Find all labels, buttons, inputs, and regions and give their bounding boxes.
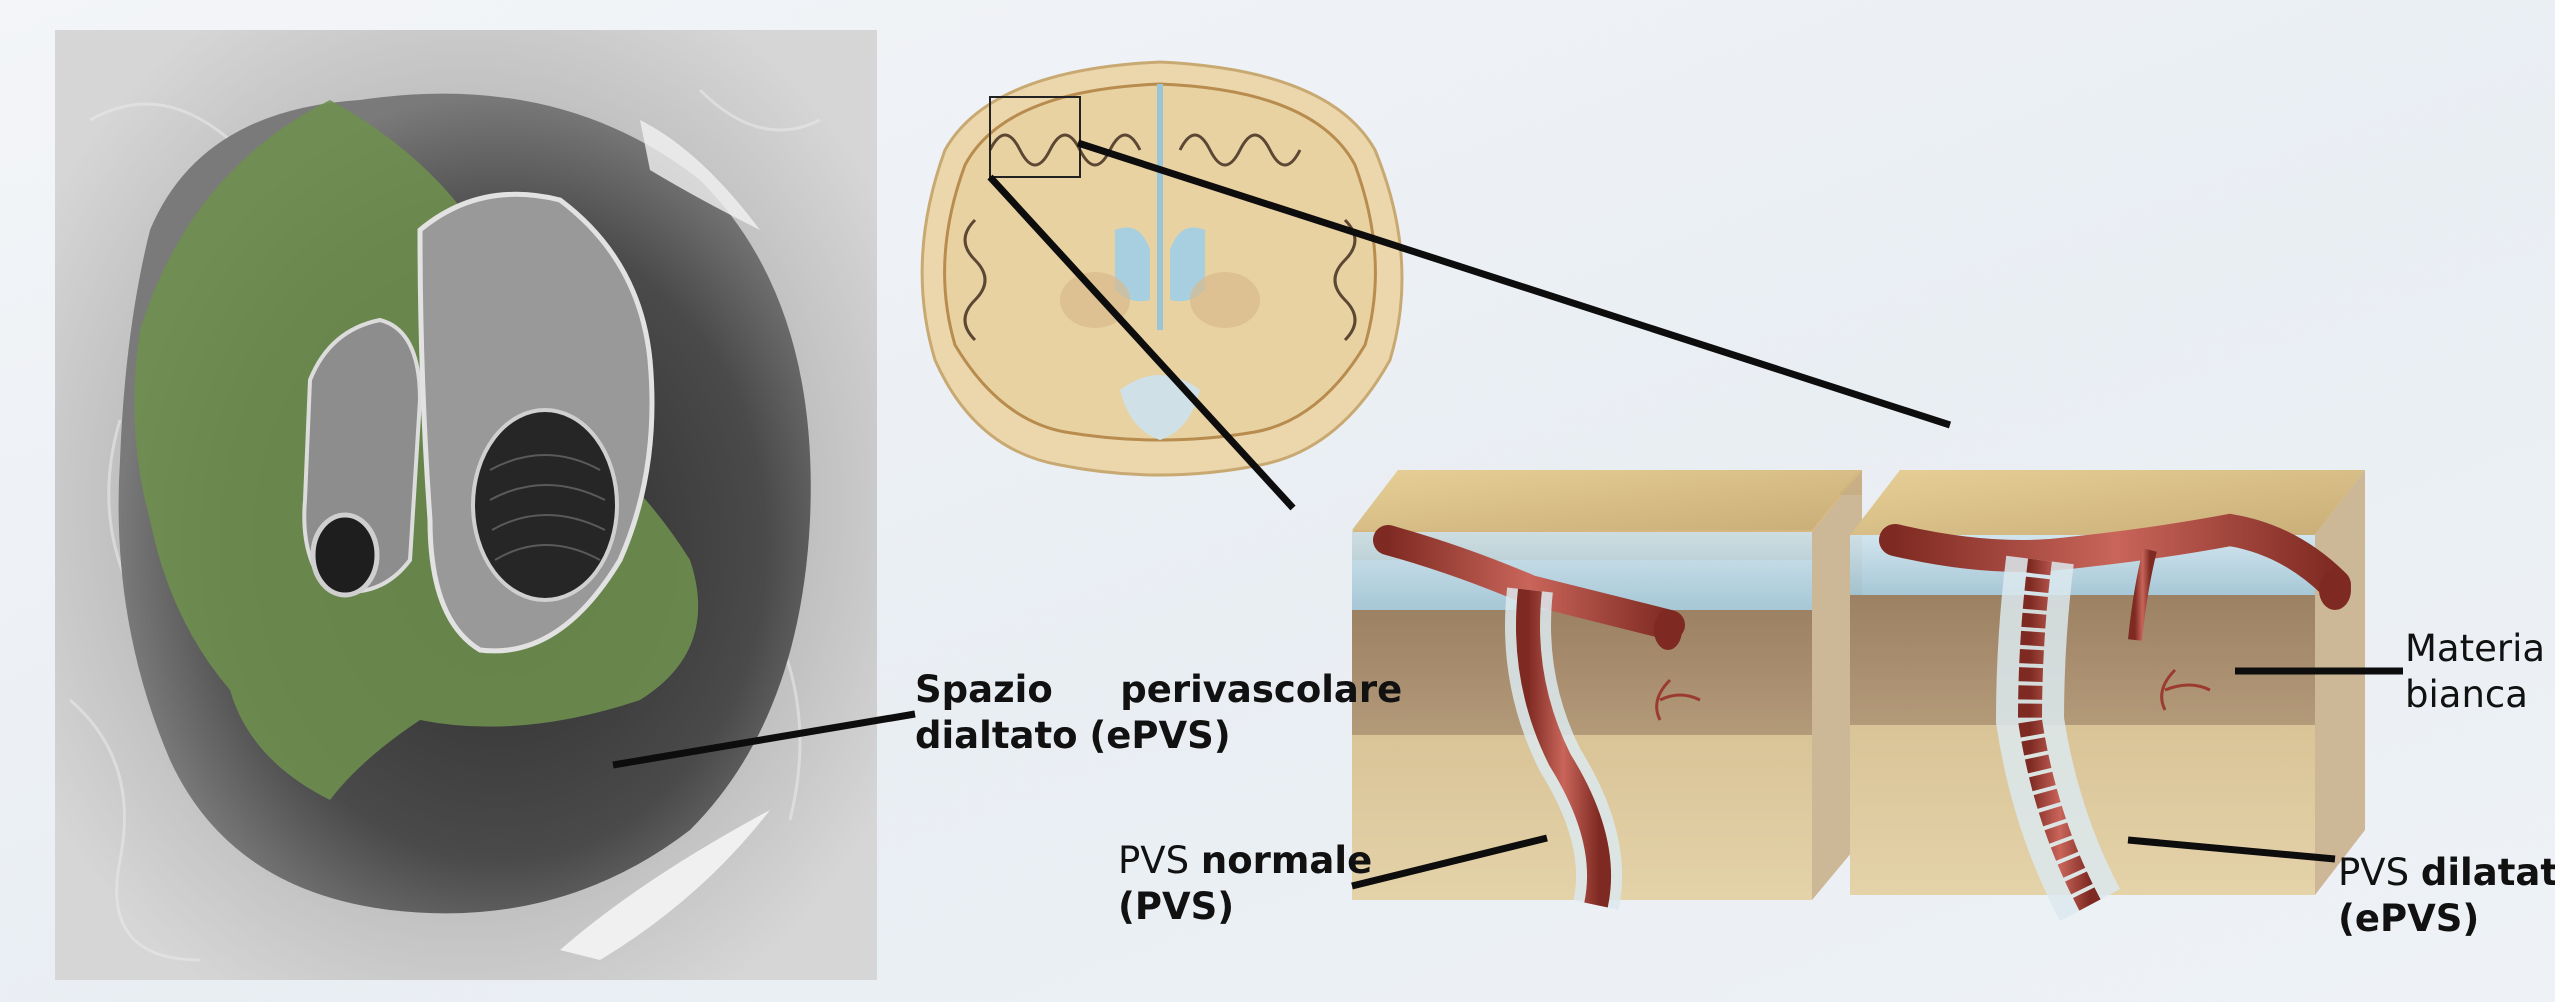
label-pvs-dilated-bold: dilatato	[2421, 851, 2555, 894]
label-pvs-normal-bold: normale	[1201, 839, 1372, 882]
label-pvs-dilated-prefix: PVS	[2338, 851, 2409, 894]
label-pvs-normal: PVS normale (PVS)	[1118, 838, 1372, 931]
label-epvs-left-word2: perivascolare	[1120, 668, 1402, 711]
label-epvs-left: Spazio perivascolare dialtato (ePVS)	[915, 667, 1402, 760]
label-epvs-left-word3: dialtato	[915, 714, 1078, 757]
label-white-matter: Materia bianca	[2405, 626, 2545, 719]
tissue-block-dilated	[1850, 470, 2365, 905]
label-epvs-left-word4: (ePVS)	[1089, 714, 1230, 757]
label-pvs-normal-prefix: PVS	[1118, 839, 1189, 882]
label-white-matter-line2: bianca	[2405, 672, 2545, 718]
sem-micrograph	[55, 30, 877, 980]
coronal-brain-section	[922, 62, 1402, 475]
tissue-block-normal	[1352, 470, 1862, 905]
label-pvs-dilated: PVS dilatato (ePVS)	[2338, 850, 2555, 943]
label-pvs-dilated-abbr: (ePVS)	[2338, 896, 2555, 942]
label-epvs-left-word1: Spazio	[915, 668, 1053, 711]
label-pvs-normal-abbr: (PVS)	[1118, 884, 1372, 930]
label-white-matter-line1: Materia	[2405, 626, 2545, 672]
